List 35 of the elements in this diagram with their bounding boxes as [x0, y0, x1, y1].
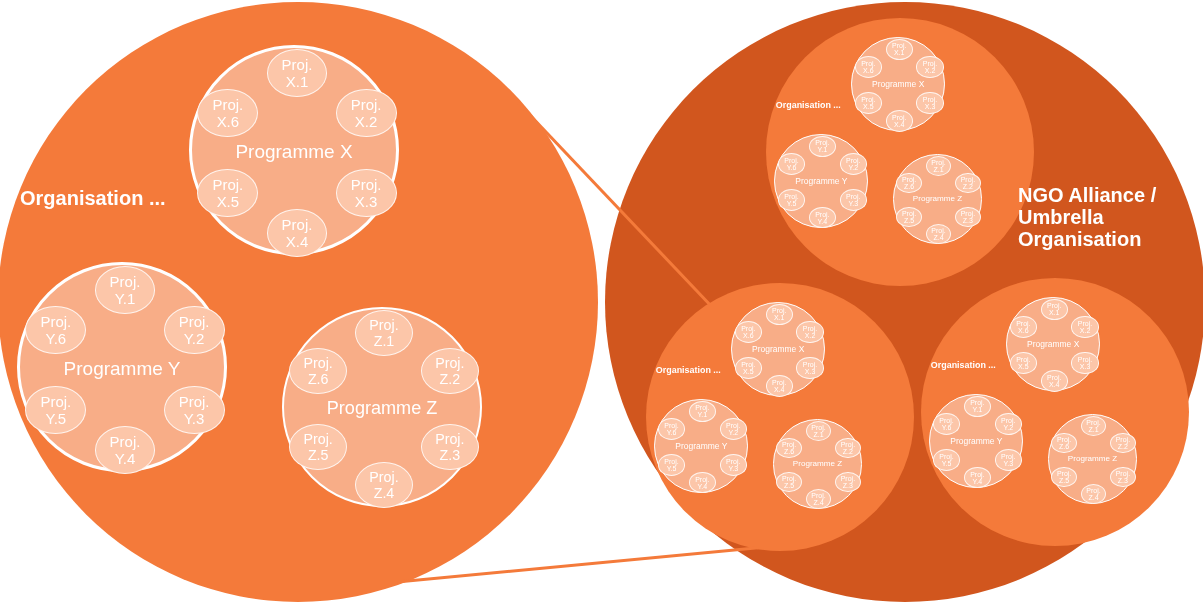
- project-ellipse: Proj. X.3: [335, 168, 397, 218]
- programme-label: Programme Y: [62, 359, 182, 380]
- project-ellipse: Proj. Z.5: [289, 424, 348, 470]
- project-ellipse: Proj. X.1: [266, 49, 328, 98]
- programme-label: Programme X: [751, 345, 806, 355]
- organisation-label: Organisation ...: [20, 187, 166, 209]
- project-ellipse: Proj. Y.3: [163, 385, 225, 435]
- programme-label: Programme X: [871, 80, 926, 90]
- programme-label: Programme Y: [949, 437, 1004, 447]
- project-ellipse: Proj. Z.3: [420, 424, 479, 470]
- project-ellipse: Proj. Y.2: [163, 305, 225, 355]
- project-ellipse: Proj. X.4: [266, 208, 328, 257]
- alliance-label: NGO Alliance / Umbrella Organisation: [1018, 184, 1158, 250]
- project-ellipse: Proj. Y.1: [94, 266, 156, 315]
- organisation-label: Organisation ...: [775, 100, 841, 111]
- programme-label: Programme Z: [325, 398, 439, 419]
- programme-label: Programme Z: [1066, 455, 1119, 465]
- programme-label: Programme Z: [911, 195, 964, 205]
- project-ellipse: Proj. X.2: [335, 88, 397, 138]
- programme-label: Programme Z: [791, 460, 844, 470]
- programme-label: Programme X: [234, 142, 354, 163]
- programme-label: Programme Y: [794, 177, 849, 187]
- programme-label: Programme Y: [674, 442, 729, 452]
- project-ellipse: Proj. X.5: [197, 168, 259, 218]
- programme-label: Programme X: [1026, 340, 1081, 350]
- project-ellipse: Proj. Z.4: [355, 462, 413, 508]
- project-ellipse: Proj. Z.2: [420, 348, 479, 394]
- project-ellipse: Proj. Y.4: [94, 425, 156, 474]
- organisation-label: Organisation ...: [655, 365, 721, 376]
- project-ellipse: Proj. Z.6: [289, 348, 348, 394]
- project-ellipse: Proj. Y.5: [25, 385, 87, 435]
- organisation-label: Organisation ...: [930, 360, 996, 371]
- project-ellipse: Proj. X.6: [197, 88, 259, 138]
- project-ellipse: Proj. Y.6: [25, 305, 87, 355]
- project-ellipse: Proj. Z.1: [355, 310, 413, 356]
